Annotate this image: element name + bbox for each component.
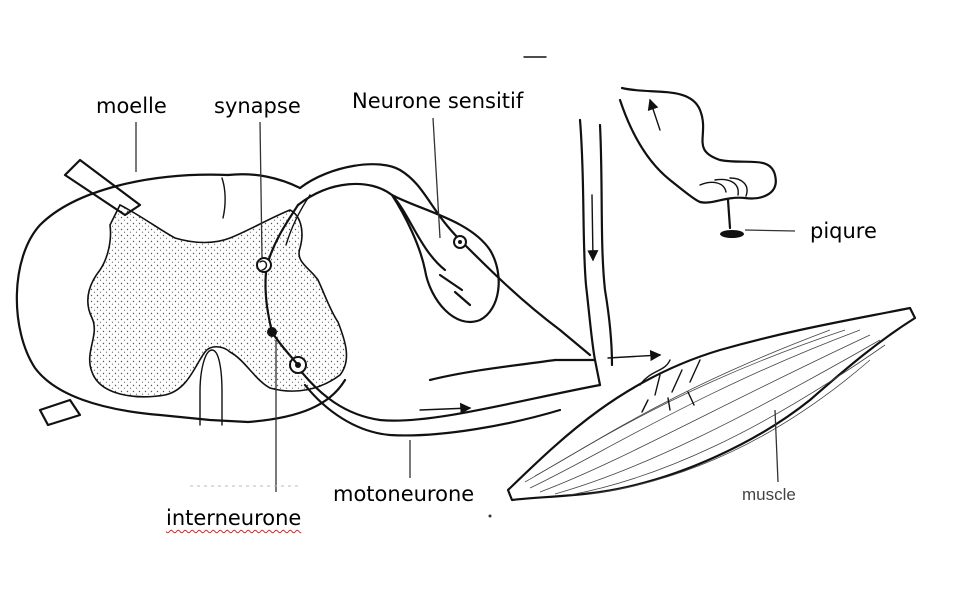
interneuron — [256, 257, 307, 374]
muscle-drawing — [506, 306, 917, 502]
label-leaders — [135, 117, 779, 492]
sensory-neuron — [266, 163, 592, 357]
pin-head — [720, 230, 744, 238]
label-synapse: synapse — [214, 94, 301, 118]
artifact-dot — [488, 514, 492, 518]
label-muscle: muscle — [742, 485, 796, 504]
label-neurone-sensitif: Neurone sensitif — [352, 89, 524, 113]
grey-matter — [87, 203, 348, 398]
spinal-cord — [15, 158, 348, 427]
label-piqure: piqure — [810, 219, 877, 243]
motor-neuron — [298, 349, 662, 437]
pin — [726, 198, 732, 230]
label-motoneurone: motoneurone — [333, 482, 475, 506]
label-interneurone: interneurone — [166, 506, 302, 530]
hand-drawing — [618, 86, 796, 238]
label-moelle: moelle — [96, 94, 167, 118]
descending-nerve — [578, 118, 614, 367]
